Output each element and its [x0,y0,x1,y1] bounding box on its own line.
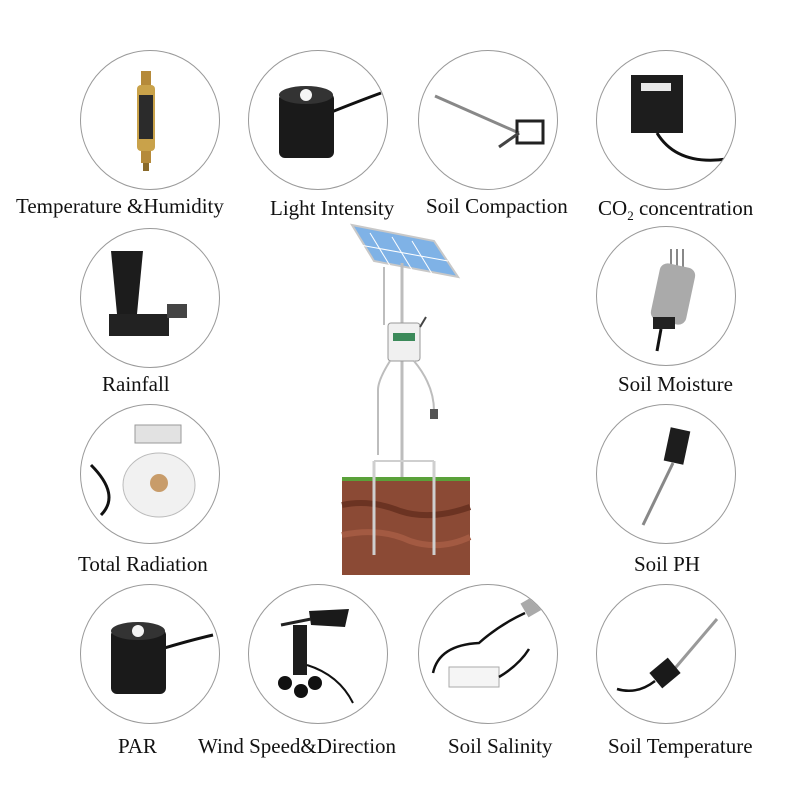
soil-temperature-label: Soil Temperature [608,734,753,758]
solar-panel [349,223,461,279]
soil-block [342,481,470,575]
soil-moisture-label: Soil Moisture [618,372,733,396]
soil-salinity-sensor-image [418,584,558,724]
rainfall-label: Rainfall [102,372,170,396]
rainfall-sensor-image [80,228,220,368]
co2-label-sub: 2 [627,208,634,224]
soil-ph-label: Soil PH [634,552,700,576]
co2-sensor-image [596,50,736,190]
par-sensor-image [80,584,220,724]
co2-label-suffix: concentration [633,196,754,220]
control-box [387,322,421,362]
wind-speed-direction-label: Wind Speed&Direction [198,734,397,758]
soil-ph-sensor-image [596,404,736,544]
soil-compaction-sensor-image [418,50,558,190]
co2-concentration-label: CO2 concentration [598,196,753,224]
total-radiation-sensor-image [80,404,220,544]
soil-compaction-label: Soil Compaction [426,194,568,218]
wind-sensor-image [248,584,388,724]
total-radiation-label: Total Radiation [78,552,208,576]
par-label: PAR [118,734,157,758]
temperature-humidity-sensor-image [80,50,220,190]
co2-label-prefix: CO [598,196,628,220]
weather-station-illustration [341,223,472,575]
soil-temperature-sensor-image [596,584,736,724]
soil-salinity-label: Soil Salinity [448,734,553,758]
light-intensity-label: Light Intensity [270,196,395,220]
soil-moisture-sensor-image [596,226,736,366]
temperature-humidity-label: Temperature &Humidity [16,194,224,218]
light-intensity-sensor-image [248,50,388,190]
